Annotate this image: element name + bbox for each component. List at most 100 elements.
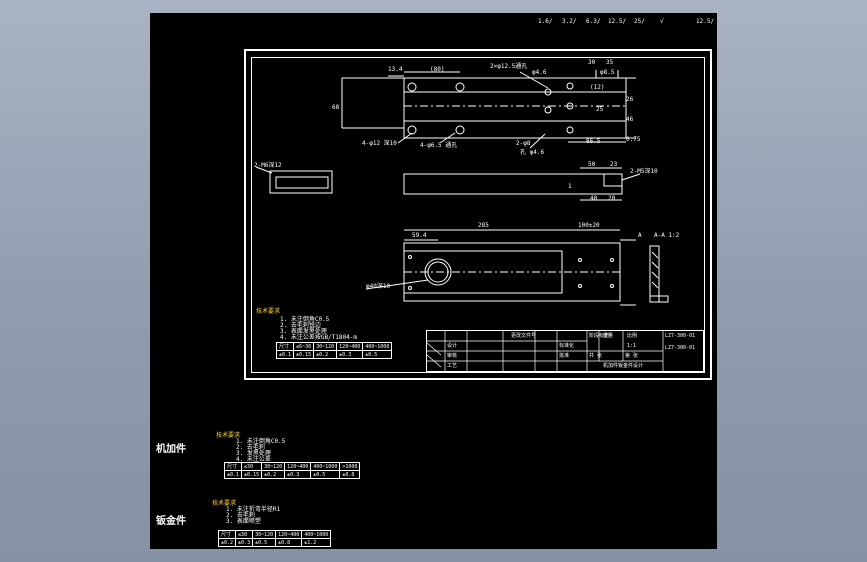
dim-label: 26 (626, 96, 634, 103)
table-cell: ±0.3 (284, 470, 312, 479)
callout-label: 2-φ8 (516, 140, 531, 147)
dim-label: 25 (596, 106, 604, 113)
note-line: 1. 未注倒角C0.5 (236, 438, 286, 445)
table-row: ±0.2 ±0.3 ±0.5 ±0.8 ±1.2 (217, 538, 332, 547)
table-cell: ±0.8 (339, 470, 361, 479)
front-bore-circle (424, 258, 452, 286)
dim-label: 6.75 (626, 136, 641, 143)
table-cell: ±0.1 (223, 470, 243, 479)
dim-label: 20 (608, 195, 616, 202)
table-cell: 400~1000 (362, 342, 393, 351)
callout-label: 孔 φ4.6 (520, 149, 545, 156)
table-cell: 30~120 (313, 342, 338, 351)
dim-label: A (638, 232, 642, 239)
title-cell: 比例 (627, 333, 638, 339)
title-cell: 工艺 (447, 363, 458, 369)
dim-label: 40 (590, 195, 598, 202)
roughness-symbol: √ (660, 18, 664, 25)
notes-title: 技术要求 (216, 432, 241, 439)
dim-label: 100±20 (578, 222, 600, 229)
note-line: 4. 未注公差按GB/T1804-m (280, 334, 357, 341)
note-line: 2. 去毛刺 (226, 512, 255, 519)
dim-label: φ8.5 (600, 69, 615, 76)
top-view-body (403, 77, 627, 139)
roughness-symbol: 12.5/ (696, 18, 715, 25)
machined-tolerance-table: 尺寸 ≤30 30~120 120~400 400~1000 >1000 ±0.… (223, 462, 361, 479)
table-cell: 尺寸 (217, 530, 237, 539)
table-cell: 尺寸 (223, 462, 243, 471)
dim-label: 23 (610, 161, 618, 168)
title-cell: 第 张 (625, 353, 639, 359)
dim-label: 35 (606, 59, 614, 66)
company-name: 机加件钣金件设计 (603, 363, 644, 369)
table-row: 尺寸 ≤6~30 30~120 120~400 400~1000 (275, 342, 393, 351)
title-cell: 共 张 (589, 353, 603, 359)
roughness-symbol: 3.2/ (562, 18, 577, 25)
title-block-grid (427, 331, 664, 373)
table-cell: 30~120 (252, 530, 277, 539)
table-cell: ±0.3 (336, 350, 364, 359)
table-cell: ±0.2 (217, 538, 237, 547)
part-number: LZ7-300-01 (665, 345, 696, 351)
notes-title: 技术要求 (256, 308, 281, 315)
dim-label: φ4.6 (532, 69, 547, 76)
dim-label: 46 (626, 116, 634, 123)
machined-part-label: 机加件 (156, 444, 186, 455)
sheet-metal-label: 钣金件 (156, 516, 186, 527)
note-line: 2. 去毛刺锐边 (280, 322, 321, 329)
drawing-border-outer (244, 49, 712, 380)
dim-label: φ40深10 (366, 283, 391, 290)
title-cell: 1:1 (627, 343, 637, 349)
title-cell: 审核 (447, 353, 458, 359)
dim-label: (80) (430, 66, 445, 73)
roughness-symbol: 1.6/ (538, 18, 553, 25)
table-cell: ±0.3 (235, 538, 254, 547)
dim-label: 86.5 (586, 138, 601, 145)
table-cell: ±0.15 (293, 350, 315, 359)
table-cell: 120~400 (275, 530, 303, 539)
table-cell: 30~120 (261, 462, 286, 471)
title-cell: 更改文件号 (511, 333, 537, 339)
title-cell: 标准化 (559, 343, 575, 349)
dim-label: 1 (568, 183, 572, 190)
dim-label: 68 (332, 104, 340, 111)
roughness-symbol: 12.5/ (608, 18, 627, 25)
drawing-border-inner (251, 57, 705, 373)
table-row: ±0.1 ±0.15 ±0.2 ±0.3 ±0.5 (275, 350, 393, 359)
table-cell: ±0.2 (313, 350, 338, 359)
title-cell: 设计 (447, 343, 458, 349)
note-line: 3. 发黑处理 (236, 450, 271, 457)
table-cell: 120~400 (284, 462, 312, 471)
note-line: 1. 未注倒角C0.5 (280, 316, 330, 323)
table-row: ±0.1 ±0.15 ±0.2 ±0.3 ±0.5 ±0.8 (223, 470, 361, 479)
callout-label: 4-φ12 深10 (362, 140, 397, 147)
notes-title: 技术要求 (212, 500, 237, 507)
table-cell: ±0.5 (310, 470, 341, 479)
dim-label: 285 (478, 222, 489, 229)
table-cell: 120~400 (336, 342, 364, 351)
table-cell: 400~1000 (301, 530, 332, 539)
title-cell: 批准 (559, 353, 570, 359)
note-line: 4. 未注公差 (236, 456, 271, 463)
table-cell: ≤30 (241, 462, 263, 471)
dim-label: 30 (588, 59, 596, 66)
table-cell: 400~1000 (310, 462, 341, 471)
table-cell: ±0.8 (275, 538, 303, 547)
note-line: 2. 去毛刺 (236, 444, 265, 451)
tolerance-table: 尺寸 ≤6~30 30~120 120~400 400~1000 ±0.1 ±0… (275, 342, 393, 359)
dim-label: 2-M5深10 (630, 168, 658, 175)
title-cell: 重量 (603, 333, 614, 339)
title-cell: 阶段标记 (589, 333, 610, 339)
table-cell: ±0.1 (275, 350, 295, 359)
table-cell: ≤6~30 (293, 342, 315, 351)
side-view-label: 2-M6深12 (254, 162, 282, 169)
roughness-symbol: 6.3/ (586, 18, 601, 25)
title-block: 更改文件号 设计 标准化 阶段标记 重量 比例 审核 1:1 工艺 批准 共 张… (426, 330, 704, 373)
dim-label: (12) (590, 84, 605, 91)
table-row: 尺寸 ≤30 30~120 120~400 400~1000 >1000 (223, 462, 361, 471)
table-cell: >1000 (339, 462, 361, 471)
note-line: 3. 表面发黑处理 (280, 328, 327, 335)
roughness-symbol: 25/ (634, 18, 645, 25)
table-cell: ±0.5 (362, 350, 393, 359)
